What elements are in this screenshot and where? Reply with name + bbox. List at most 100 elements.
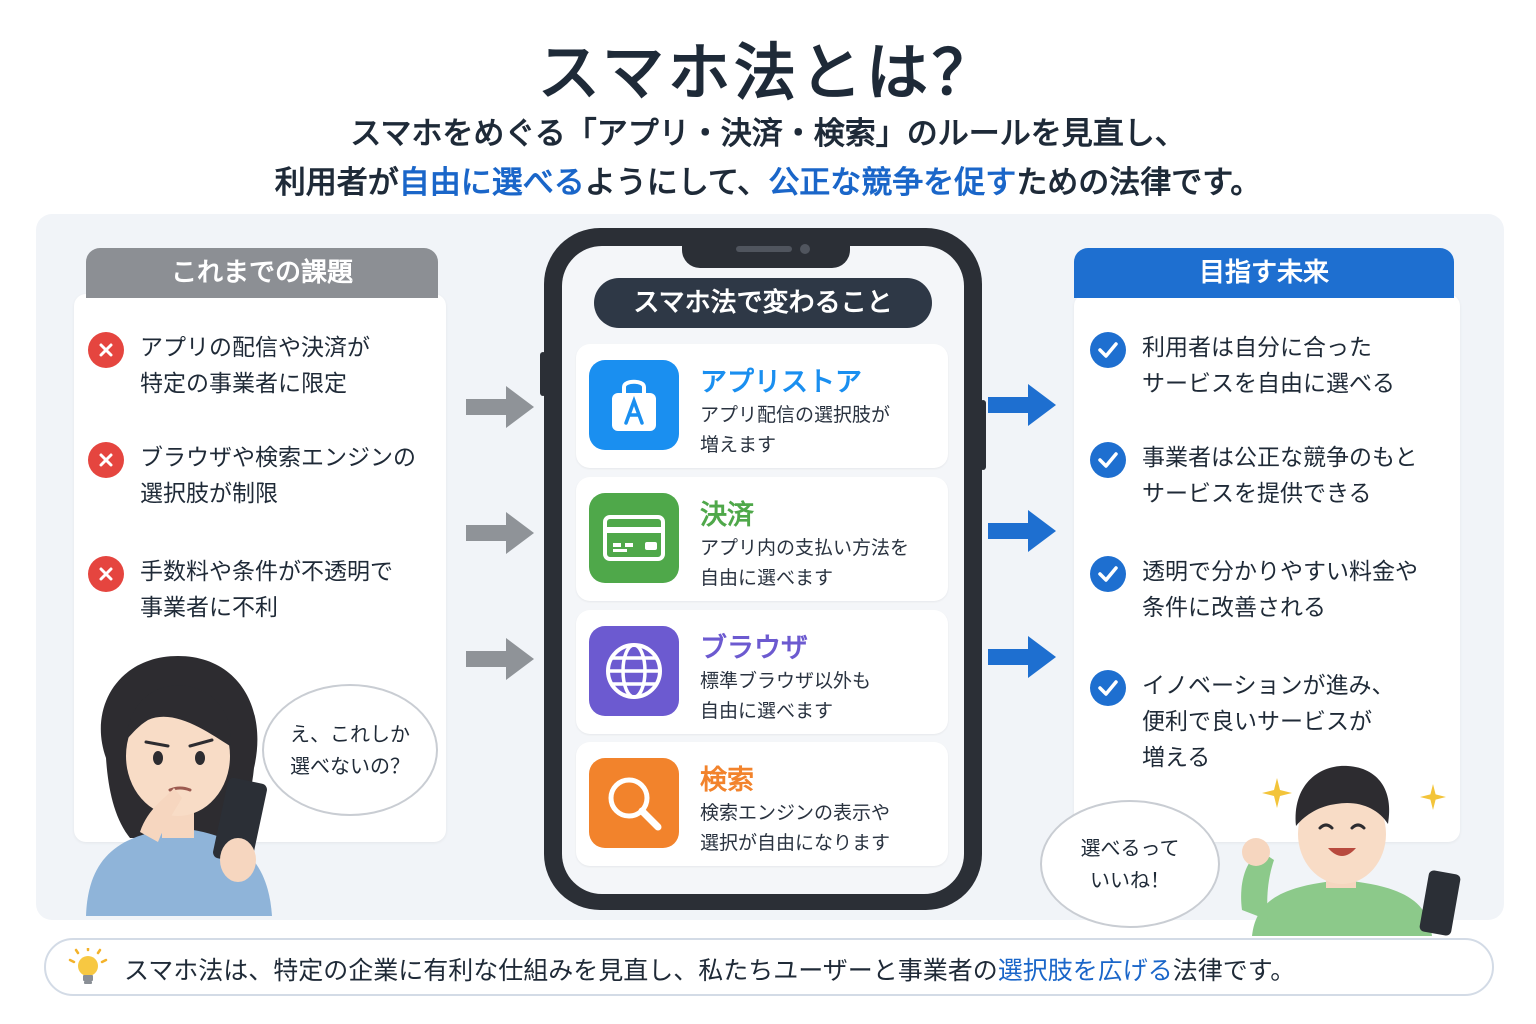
phone-camera (800, 244, 810, 254)
phone-speaker (736, 246, 792, 252)
future-line: サービスを自由に選べる (1142, 371, 1395, 397)
arrow-right-icon (988, 384, 1056, 426)
phone-side-button (540, 352, 546, 396)
phone-side-button (980, 400, 986, 470)
summary-text: スマホ法は、特定の企業に有利な仕組みを見直し、私たちユーザーと事業者の選択肢を広… (124, 951, 1295, 987)
search-icon (589, 758, 679, 848)
subtitle-line-1: スマホをめぐる「アプリ・決済・検索」のルールを見直し、 (350, 116, 1186, 152)
page-title: スマホ法とは？ (537, 36, 999, 109)
future-item: 透明で分かりやすい料金や条件に改善される (1090, 554, 1418, 626)
credit-card-icon (589, 493, 679, 583)
problem-line: ブラウザや検索エンジンの (140, 445, 416, 471)
arrow-right-icon (466, 638, 534, 680)
summary-text-part: スマホ法は、特定の企業に有利な仕組みを見直し、私たちユーザーと事業者の (124, 956, 998, 985)
speech-bubble-left: え、これしか選べないの？ (262, 684, 438, 816)
future-card (1074, 294, 1460, 842)
summary-banner: スマホ法は、特定の企業に有利な仕組みを見直し、私たちユーザーと事業者の選択肢を広… (44, 938, 1494, 996)
feature-desc-line: アプリ内の支払い方法を (700, 537, 910, 559)
feature-desc-line: 標準ブラウザ以外も (700, 670, 872, 692)
feature-desc-line: アプリ配信の選択肢が (700, 404, 891, 426)
future-line: 増える (1142, 745, 1211, 771)
feature-desc-line: 自由に選べます (700, 700, 834, 722)
feature-desc: 標準ブラウザ以外も自由に選べます (700, 666, 871, 726)
smartphone-icon (213, 777, 267, 882)
future-line: サービスを提供できる (1142, 481, 1372, 507)
problem-line: 事業者に不利 (140, 595, 278, 621)
future-item: イノベーションが進み、便利で良いサービスが増える (1090, 668, 1395, 776)
summary-highlight: 選択肢を広げる (997, 956, 1173, 985)
bubble-line: 選べるって (1080, 836, 1180, 860)
feature-title: 決済 (700, 500, 754, 531)
x-mark-icon (88, 332, 124, 368)
problem-item: 手数料や条件が不透明で事業者に不利 (88, 554, 393, 626)
feature-search: 検索 検索エンジンの表示や選択が自由になります (576, 742, 948, 866)
feature-desc-line: 増えます (700, 434, 777, 456)
problem-line: 特定の事業者に限定 (140, 371, 347, 397)
future-line: 利用者は自分に合った (1142, 335, 1372, 361)
happy-man-illustration (1241, 765, 1432, 936)
subtitle-text: ようにして、 (584, 165, 769, 201)
bubble-line: いいね！ (1090, 868, 1170, 892)
bubble-line: 選べないの？ (290, 754, 410, 778)
problem-line: アプリの配信や決済が (140, 335, 370, 361)
check-mark-icon (1090, 556, 1126, 592)
subtitle-highlight-free-choice: 自由に選べる (398, 165, 585, 201)
future-line: 事業者は公正な競争のもと (1142, 445, 1418, 471)
arrow-right-icon (466, 512, 534, 554)
check-mark-icon (1090, 332, 1126, 368)
problem-line: 選択肢が制限 (140, 481, 278, 507)
speech-bubble-right: 選べるっていいね！ (1040, 800, 1220, 928)
feature-app-store: アプリストア アプリ配信の選択肢が増えます (576, 344, 948, 468)
future-line: 便利で良いサービスが (1142, 709, 1372, 735)
subtitle-line-2: 利用者が自由に選べるようにして、公正な競争を促すための法律です。 (0, 157, 1536, 202)
feature-desc-line: 選択が自由になります (700, 832, 891, 854)
problem-text: 手数料や条件が不透明で事業者に不利 (140, 554, 393, 626)
problems-heading: これまでの課題 (86, 248, 438, 298)
shopping-bag-icon (589, 360, 679, 450)
problem-text: ブラウザや検索エンジンの選択肢が制限 (140, 440, 416, 512)
arrow-right-icon (988, 510, 1056, 552)
future-heading: 目指す未来 (1074, 248, 1454, 298)
future-line: イノベーションが進み、 (1142, 673, 1395, 699)
feature-browser: ブラウザ 標準ブラウザ以外も自由に選べます (576, 610, 948, 734)
changes-label: スマホ法で変わること (594, 278, 932, 328)
future-text: イノベーションが進み、便利で良いサービスが増える (1142, 668, 1395, 776)
problem-item: ブラウザや検索エンジンの選択肢が制限 (88, 440, 416, 512)
problem-text: アプリの配信や決済が特定の事業者に限定 (140, 330, 370, 402)
feature-desc: アプリ内の支払い方法を自由に選べます (700, 533, 909, 593)
x-mark-icon (88, 442, 124, 478)
feature-desc-line: 自由に選べます (700, 567, 834, 589)
globe-icon (589, 626, 679, 716)
check-mark-icon (1090, 670, 1126, 706)
feature-title: アプリストア (700, 367, 862, 398)
sparkle-icon (1420, 784, 1446, 810)
future-text: 事業者は公正な競争のもとサービスを提供できる (1142, 440, 1418, 512)
sparkle-icon (1262, 778, 1292, 808)
problem-item: アプリの配信や決済が特定の事業者に限定 (88, 330, 370, 402)
smartphone-icon (1419, 870, 1461, 936)
summary-text-part: 法律です。 (1172, 956, 1296, 985)
phone-notch (682, 238, 850, 268)
subtitle-text: 利用者が (274, 165, 399, 201)
future-item: 事業者は公正な競争のもとサービスを提供できる (1090, 440, 1418, 512)
arrow-right-icon (466, 386, 534, 428)
arrow-right-icon (988, 636, 1056, 678)
future-text: 利用者は自分に合ったサービスを自由に選べる (1142, 330, 1395, 402)
future-item: 利用者は自分に合ったサービスを自由に選べる (1090, 330, 1395, 402)
feature-desc: 検索エンジンの表示や選択が自由になります (700, 798, 890, 858)
feature-desc: アプリ配信の選択肢が増えます (700, 400, 890, 460)
check-mark-icon (1090, 442, 1126, 478)
feature-payment: 決済 アプリ内の支払い方法を自由に選べます (576, 477, 948, 601)
feature-title: ブラウザ (700, 633, 808, 664)
future-text: 透明で分かりやすい料金や条件に改善される (1142, 554, 1418, 626)
future-line: 条件に改善される (1142, 595, 1326, 621)
x-mark-icon (88, 556, 124, 592)
feature-title: 検索 (700, 765, 754, 796)
problem-line: 手数料や条件が不透明で (140, 559, 393, 585)
feature-desc-line: 検索エンジンの表示や (700, 802, 891, 824)
subtitle-highlight-fair-competition: 公正な競争を促す (768, 165, 1017, 201)
subtitle-text: ための法律です。 (1016, 165, 1262, 201)
bubble-line: え、これしか (290, 722, 410, 746)
future-line: 透明で分かりやすい料金や (1142, 559, 1418, 585)
light-bulb-icon (68, 948, 108, 984)
